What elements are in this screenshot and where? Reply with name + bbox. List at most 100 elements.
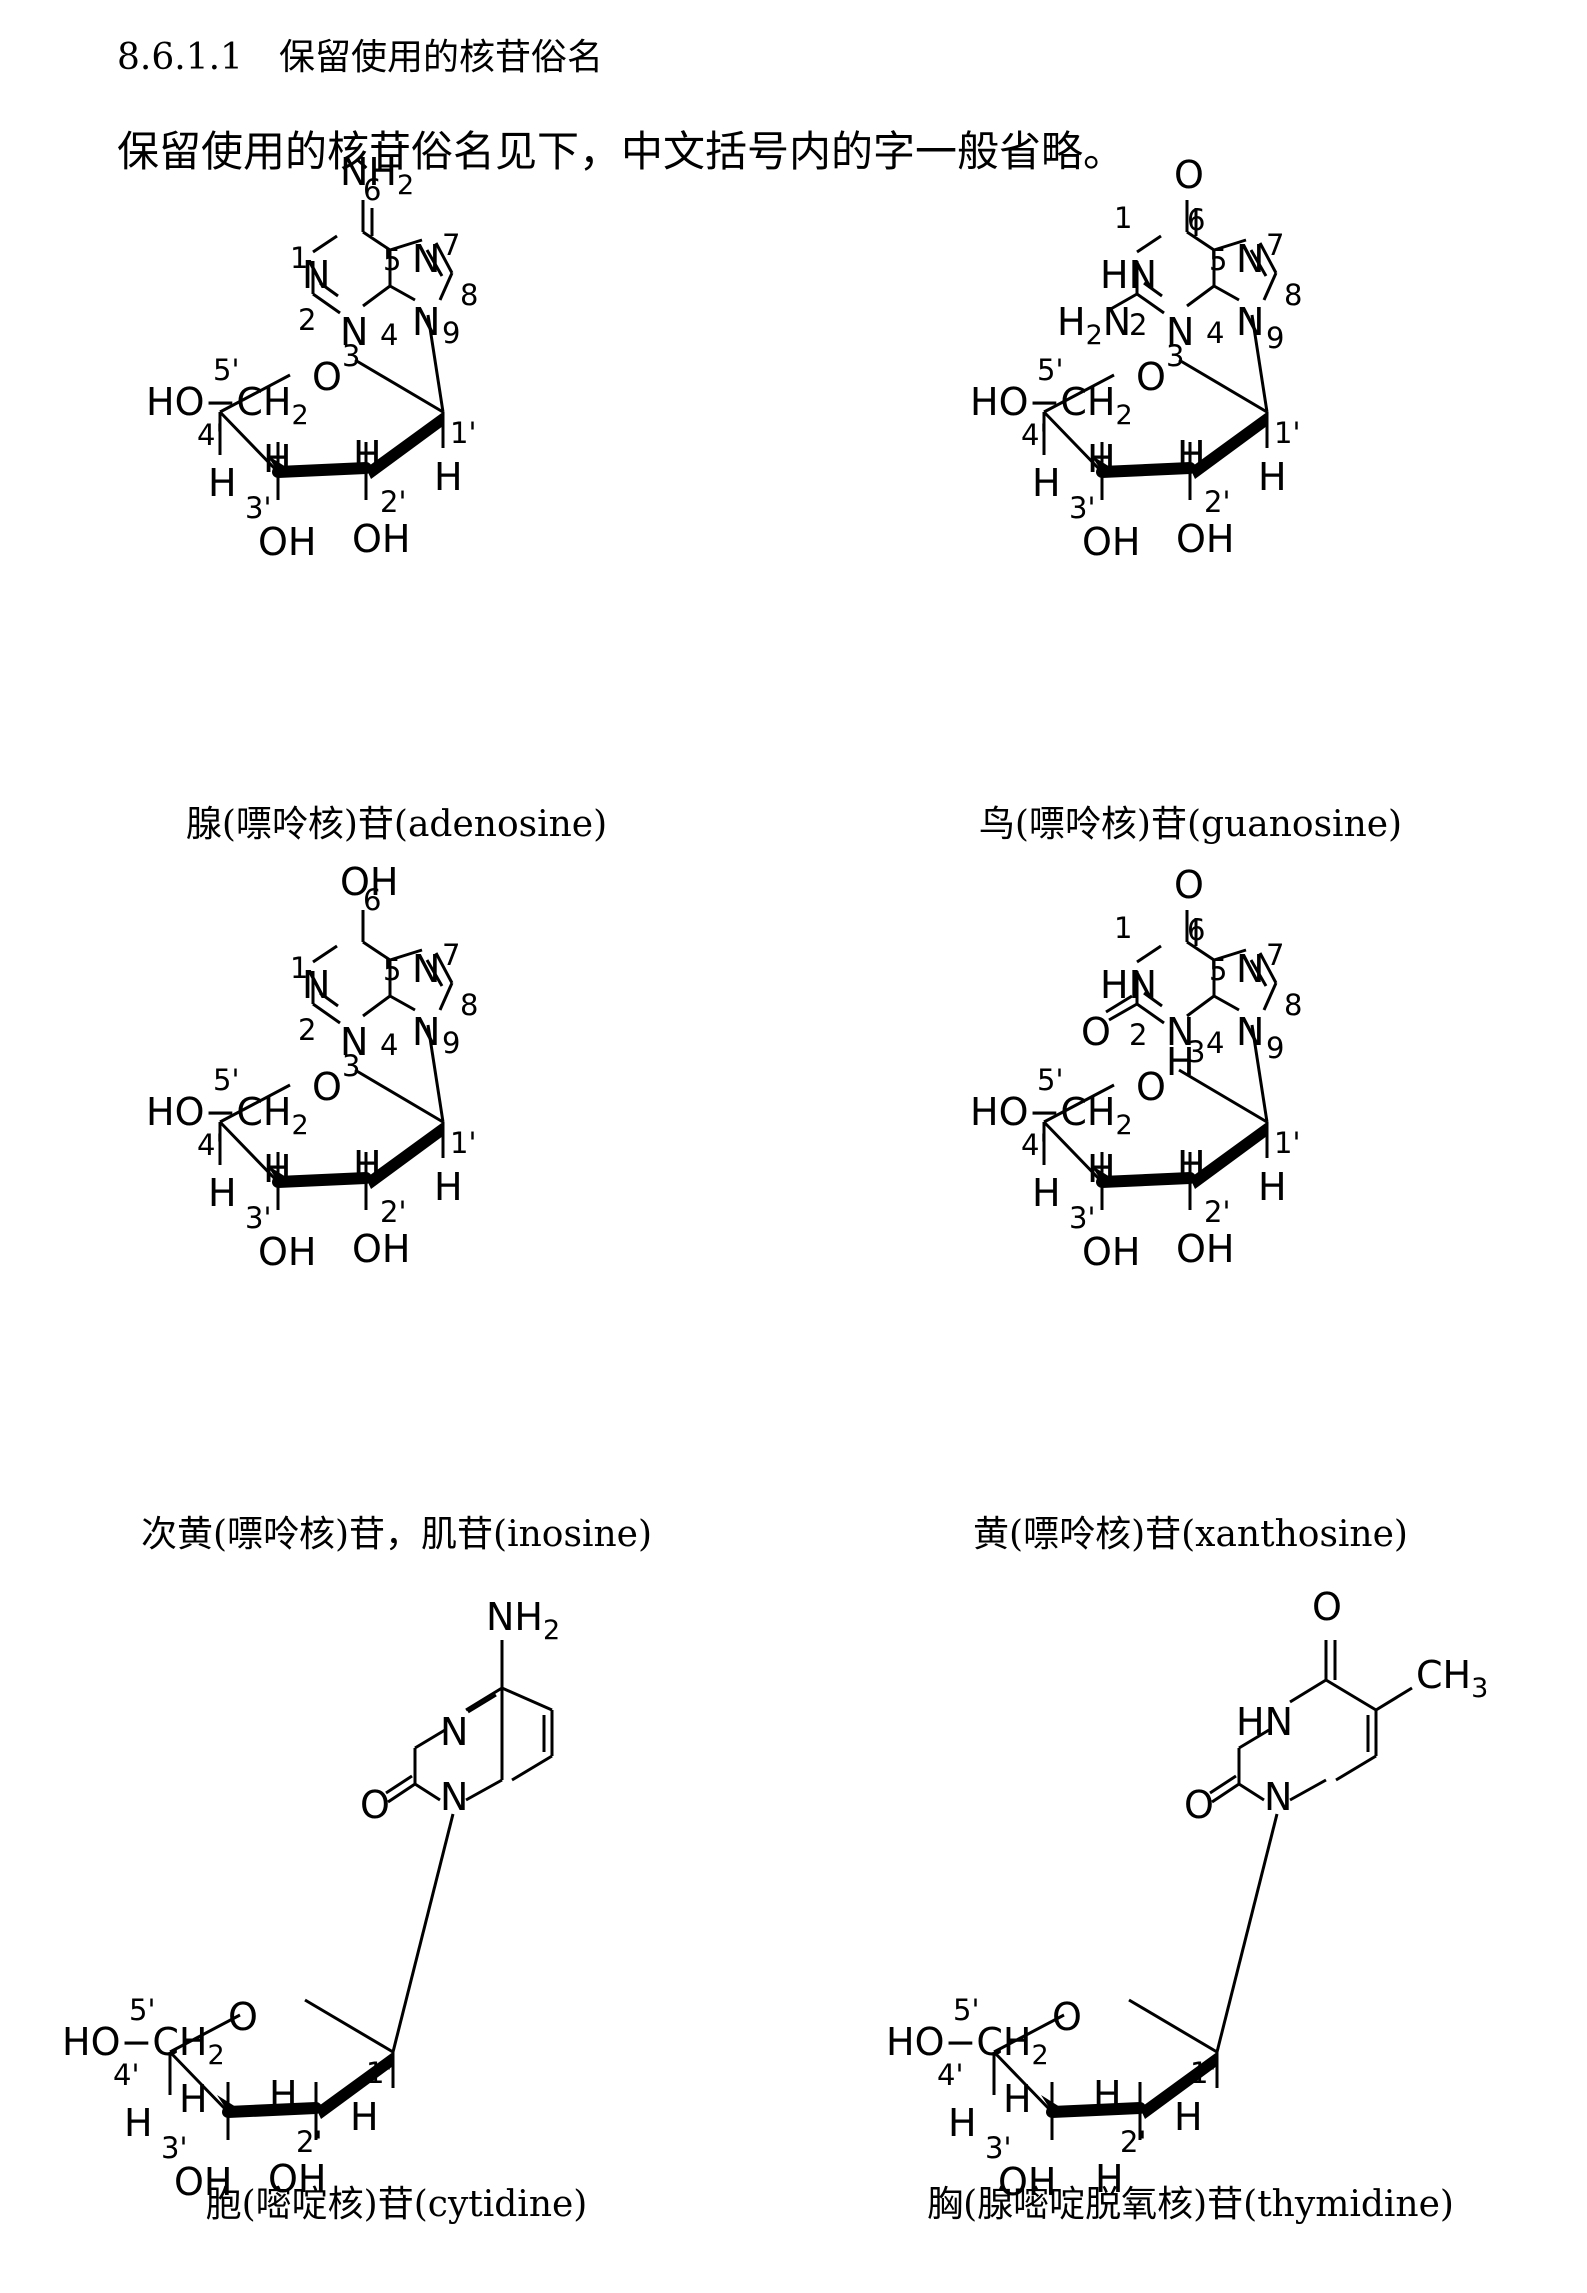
svg-text:1': 1' [1274,416,1300,450]
caption-thymidine: 胸(腺嘧啶脱氧核)苷(thymidine) [927,2184,1454,2225]
svg-text:O: O [1184,1783,1214,1827]
svg-text:1: 1 [1114,911,1132,945]
intro-paragraph: 保留使用的核苷俗名见下，中文括号内的字一般省略。 [117,127,1126,176]
svg-text:8: 8 [1284,278,1302,312]
caption-xanthosine: 黄(嘌呤核)苷(xanthosine) [973,1514,1408,1555]
svg-text:N: N [302,253,330,297]
svg-text:2': 2' [1204,485,1230,519]
svg-text:3': 3' [161,2131,187,2165]
svg-text:4': 4' [197,1128,223,1162]
svg-text:1': 1' [1274,1126,1300,1160]
svg-text:O: O [1174,863,1204,907]
svg-text:5': 5' [129,1993,155,2027]
svg-text:9: 9 [442,1026,460,1060]
caption-adenosine: 腺(嘌呤核)苷(adenosine) [185,804,608,845]
svg-text:H: H [1177,433,1206,477]
svg-text:NH2: NH2 [340,150,414,201]
svg-text:CH3: CH3 [1416,1653,1488,1704]
svg-text:5: 5 [1209,953,1227,987]
svg-text:H: H [948,2101,977,2145]
svg-text:5': 5' [953,1993,979,2027]
svg-text:H: H [434,1165,463,1209]
svg-text:OH: OH [998,2160,1056,2204]
svg-text:O: O [1052,1995,1082,2039]
svg-text:OH: OH [352,517,410,561]
svg-text:6: 6 [1187,913,1205,947]
svg-text:5': 5' [213,1063,239,1097]
svg-text:4: 4 [380,318,398,352]
svg-text:HN: HN [1236,1700,1293,1744]
svg-text:6: 6 [1187,203,1205,237]
svg-text:N: N [412,237,440,281]
svg-text:2': 2' [380,1195,406,1229]
svg-text:H: H [269,2073,298,2117]
svg-text:HN: HN [1100,253,1157,297]
svg-text:5': 5' [213,353,239,387]
svg-text:H: H [1258,455,1287,499]
svg-text:8: 8 [460,988,478,1022]
svg-text:H: H [263,1147,292,1191]
svg-text:2: 2 [298,1013,316,1047]
svg-text:H: H [1032,1171,1061,1215]
svg-text:N: N [1264,1775,1292,1819]
svg-text:O: O [1136,355,1166,399]
svg-text:H: H [1093,2073,1122,2117]
svg-text:OH: OH [340,860,398,904]
svg-text:O: O [1174,153,1204,197]
svg-text:9: 9 [442,316,460,350]
svg-text:2: 2 [1129,1018,1147,1052]
svg-text:1': 1' [450,1126,476,1160]
svg-text:1: 1 [290,241,308,275]
svg-text:HN: HN [1100,963,1157,1007]
svg-text:O: O [312,355,342,399]
svg-text:2': 2' [296,2125,322,2159]
svg-text:N: N [1236,947,1264,991]
svg-text:N: N [1236,237,1264,281]
svg-text:7: 7 [1266,938,1284,972]
svg-text:HO−CH2: HO−CH2 [62,2020,225,2071]
svg-text:2: 2 [298,303,316,337]
svg-text:9: 9 [1266,321,1284,355]
svg-text:4: 4 [380,1028,398,1062]
guanosine-structure: O 1 6 HN H2N 2 N 3 4 5 N 7 8 N 9 O 5' HO… [874,60,1354,564]
svg-text:H: H [208,1171,237,1215]
svg-text:H: H [1087,437,1116,481]
svg-text:2': 2' [380,485,406,519]
svg-text:OH: OH [1082,1230,1140,1274]
svg-text:H: H [1003,2077,1032,2121]
svg-text:N: N [1166,1010,1194,1054]
svg-text:9: 9 [1266,1031,1284,1065]
svg-text:5: 5 [1209,243,1227,277]
svg-text:3': 3' [1069,491,1095,525]
svg-text:O: O [1081,1010,1111,1054]
svg-text:OH: OH [1176,1227,1234,1271]
svg-text:4: 4 [1206,1026,1224,1060]
svg-text:OH: OH [268,2157,326,2201]
svg-text:N: N [440,1710,468,1754]
svg-text:7: 7 [442,228,460,262]
svg-text:O: O [312,1065,342,1109]
svg-text:OH: OH [174,2160,232,2204]
caption-cytidine: 胞(嘧啶核)苷(cytidine) [205,2184,588,2225]
svg-text:N: N [1236,300,1264,344]
svg-text:HO−CH2: HO−CH2 [886,2020,1049,2071]
svg-text:3': 3' [985,2131,1011,2165]
svg-text:3: 3 [342,339,360,373]
svg-text:H: H [1087,1147,1116,1191]
svg-text:2': 2' [1204,1195,1230,1229]
svg-text:4': 4' [113,2058,139,2092]
svg-text:5': 5' [1037,1063,1063,1097]
svg-text:NH2: NH2 [486,1595,560,1646]
svg-text:O: O [228,1995,258,2039]
svg-text:N: N [302,963,330,1007]
thymidine-structure: O HN O N CH3 O 5' HO−CH2 4' H H H 1' H 3… [824,1540,1488,2204]
svg-text:5: 5 [383,243,401,277]
svg-text:1: 1 [1114,201,1132,235]
svg-text:6: 6 [363,173,381,207]
svg-text:N: N [1236,1010,1264,1054]
svg-text:3: 3 [342,1049,360,1083]
svg-text:H: H [208,461,237,505]
svg-text:N: N [440,1775,468,1819]
svg-text:N: N [412,300,440,344]
svg-text:4': 4' [1021,418,1047,452]
